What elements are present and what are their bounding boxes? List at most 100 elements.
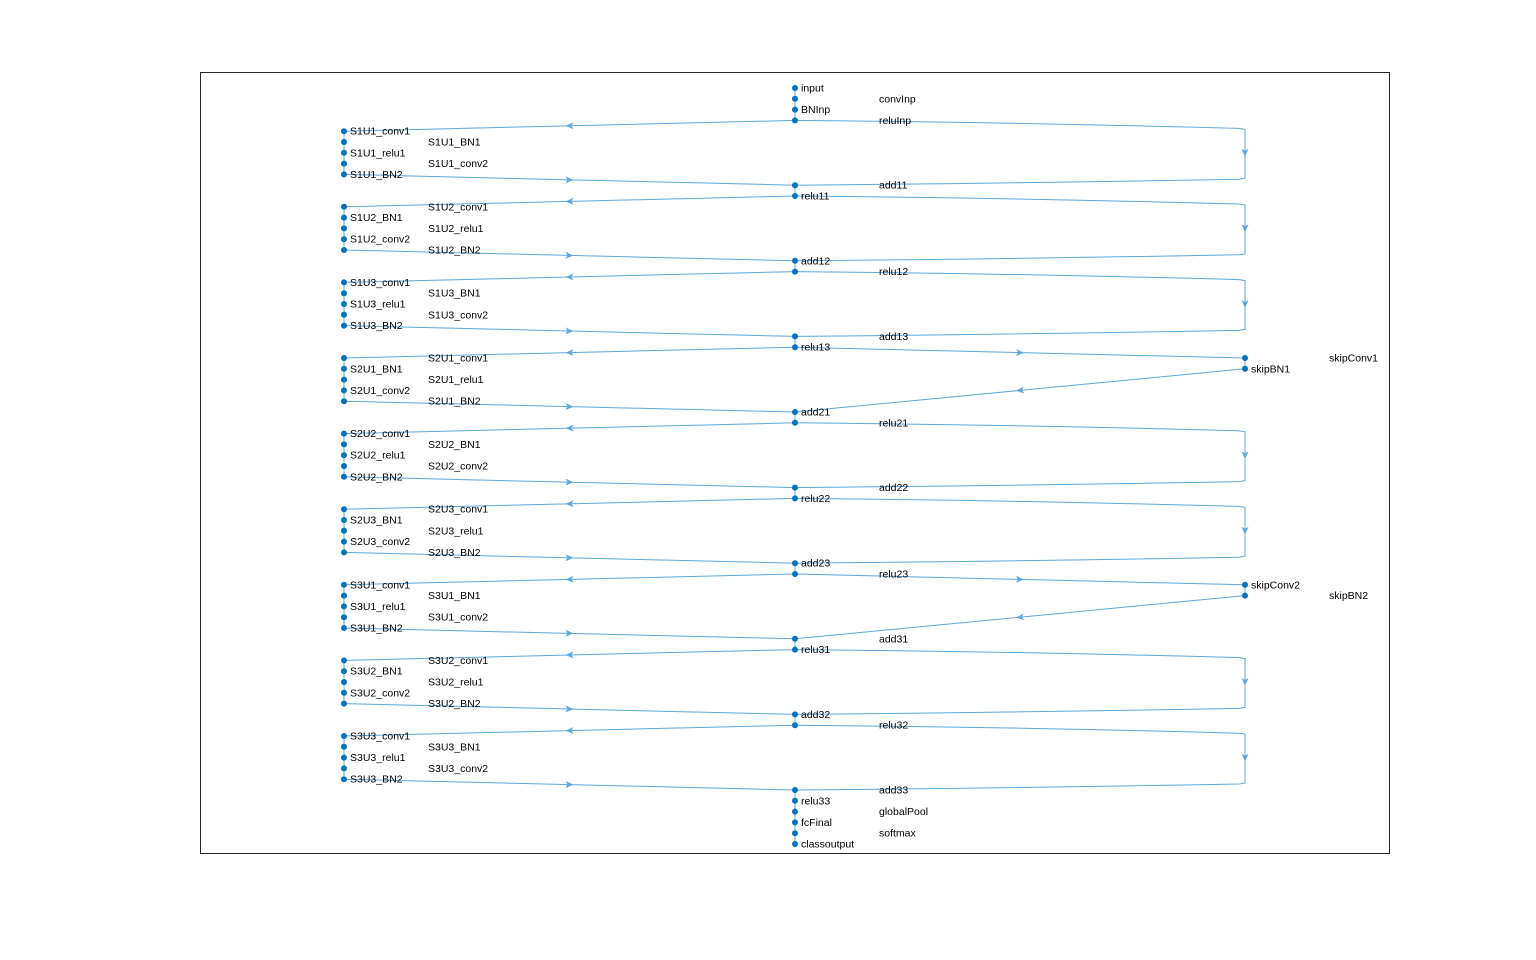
node-label: input (801, 83, 824, 95)
graph-node: add31 (792, 633, 908, 645)
node-marker (792, 409, 798, 415)
node-marker (792, 85, 798, 91)
node-marker (341, 441, 347, 448)
edge-arrow (1241, 224, 1249, 233)
node-marker (341, 376, 347, 383)
node-marker (792, 819, 798, 826)
node-marker (792, 257, 798, 264)
graph-node: relu31 (792, 644, 830, 656)
graph-node: S3U2_BN1 (341, 666, 403, 678)
graph-node: relu23 (792, 569, 908, 581)
node-label: add32 (801, 709, 830, 721)
node-marker (792, 117, 798, 124)
node-marker (341, 603, 347, 610)
node-label: skipConv1 (1329, 353, 1378, 365)
node-marker (792, 344, 798, 351)
graph-node: add23 (792, 558, 830, 570)
node-label: add33 (879, 785, 908, 797)
node-marker (1242, 355, 1248, 361)
node-marker (792, 560, 798, 567)
node-label: S2U2_BN1 (428, 439, 481, 451)
graph-node: S1U3_BN1 (341, 288, 481, 300)
node-marker (792, 419, 798, 426)
node-marker (341, 679, 347, 685)
graph-node: S2U1_conv2 (341, 385, 410, 397)
graph-node: S2U1_BN1 (341, 363, 403, 375)
edge-arrow (1016, 613, 1025, 621)
node-label: S3U3_BN1 (428, 741, 481, 753)
graph-node: S3U2_BN2 (341, 698, 481, 710)
node-label: relu32 (879, 720, 908, 732)
graph-node: S3U3_conv1 (341, 731, 410, 743)
node-label: S3U1_conv2 (428, 612, 488, 624)
graph-node: S1U2_conv2 (341, 234, 410, 246)
graph-node: fcFinal (792, 817, 832, 829)
node-marker (792, 830, 798, 837)
graph-node: S1U3_conv1 (341, 277, 410, 289)
graph-node: S1U2_conv1 (341, 201, 488, 213)
graph-node: S1U2_BN1 (341, 212, 403, 224)
node-label: add12 (801, 255, 830, 267)
node-label: S1U2_BN2 (428, 245, 481, 257)
graph-node: S3U3_conv2 (341, 763, 488, 775)
node-marker (341, 754, 347, 761)
graph-node: S2U3_BN1 (341, 515, 403, 527)
node-marker (341, 430, 347, 437)
node-marker (341, 473, 347, 480)
node-marker (792, 797, 798, 804)
node-marker (341, 463, 347, 469)
node-marker (341, 225, 347, 232)
graph-node: convInp (792, 93, 916, 105)
graph-node: S2U1_conv1 (341, 353, 488, 365)
graph-node: relu33 (792, 795, 830, 807)
node-label: S3U1_conv1 (350, 579, 410, 591)
node-marker (341, 171, 347, 178)
node-marker (341, 549, 347, 556)
graph-node: S3U2_conv1 (341, 655, 488, 667)
node-marker (341, 689, 347, 696)
edge-arrow (565, 781, 574, 789)
graph-node: skipConv2 (1242, 579, 1300, 591)
graph-node: S3U3_BN1 (341, 741, 481, 753)
graph-node: add11 (792, 180, 908, 192)
node-marker (341, 592, 347, 599)
edge-arrow (565, 251, 574, 259)
node-label: S2U3_conv1 (428, 504, 488, 516)
node-label: reluInp (879, 115, 911, 127)
graph-node: skipBN1 (1242, 363, 1290, 375)
edge-arrow (1241, 678, 1249, 686)
node-label: S2U2_conv2 (428, 461, 488, 473)
edge-arrow (565, 424, 574, 432)
node-marker (341, 668, 347, 675)
edge-arrow (565, 327, 574, 335)
node-label: S1U3_conv2 (428, 309, 488, 321)
node-marker (341, 452, 347, 459)
node-label: add11 (879, 180, 908, 192)
graph-node: relu22 (792, 493, 830, 505)
node-label: S2U1_conv1 (428, 353, 488, 365)
graph-node: skipBN2 (1242, 590, 1368, 602)
node-marker (792, 571, 798, 577)
node-marker (1242, 365, 1248, 372)
graph-node: S3U1_relu1 (341, 601, 406, 613)
edge-arrow (565, 478, 574, 486)
graph-node: S3U3_relu1 (341, 752, 406, 764)
node-label: S3U3_conv2 (428, 763, 488, 775)
graph-node: S2U2_conv1 (341, 428, 410, 440)
node-marker (792, 841, 798, 847)
node-marker (341, 247, 347, 253)
edge-arrow (565, 554, 574, 562)
node-marker (341, 625, 347, 631)
node-label: S1U3_conv1 (350, 277, 410, 289)
node-label: BNInp (801, 104, 830, 116)
graph-node: S1U1_relu1 (341, 147, 406, 159)
graph-node: S1U1_BN1 (341, 137, 481, 149)
node-marker (792, 646, 798, 653)
graph-node: S2U1_BN2 (341, 396, 481, 408)
node-marker (341, 160, 347, 167)
node-label: S1U1_conv2 (428, 158, 488, 170)
node-label: S3U3_conv1 (350, 731, 410, 743)
node-marker (792, 95, 798, 102)
edge-arrow (1241, 753, 1249, 762)
